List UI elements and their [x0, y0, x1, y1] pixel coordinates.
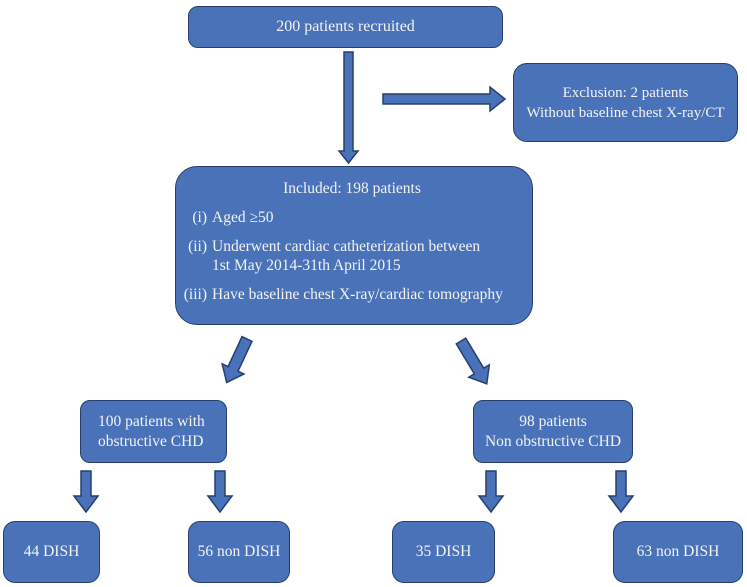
arrow-diagonal-right-icon [455, 337, 491, 385]
included-item-2: (ii) Underwent cardiac catheterization b… [180, 237, 524, 275]
non-obstructive-chd-box: 98 patients Non obstructive CHD [473, 400, 633, 463]
included-item-3-text: Have baseline chest X-ray/cardiac tomogr… [212, 285, 503, 304]
obstructive-line1: 100 patients with [98, 412, 205, 430]
recruited-box: 200 patients recruited [188, 6, 503, 48]
included-box: Included: 198 patients (i) Aged ≥50 (ii)… [175, 166, 533, 325]
non-dish-obstructive-label: 56 non DISH [197, 543, 281, 560]
included-item-3-marker: (iii) [183, 286, 207, 303]
included-item-2-marker: (ii) [188, 238, 207, 255]
included-item-3-line1: Have baseline chest X-ray/cardiac tomogr… [212, 286, 503, 303]
non-dish-non-obstructive-label: 63 non DISH [636, 543, 720, 560]
dish-non-obstructive-box: 35 DISH [392, 521, 495, 583]
obstructive-line2: obstructive CHD [98, 432, 204, 450]
arrow-down-small-1-icon [72, 470, 100, 514]
included-item-1-marker: (i) [192, 209, 207, 226]
exclusion-box: Exclusion: 2 patients Without baseline c… [513, 63, 738, 142]
included-item-1-line1: Aged ≥50 [212, 209, 274, 226]
arrow-down-long-icon [337, 51, 360, 165]
included-item-2-line2: 1st May 2014-31th April 2015 [212, 257, 401, 274]
dish-non-obstructive-label: 35 DISH [415, 543, 472, 560]
included-item-2-line1: Underwent cardiac catheterization betwee… [212, 238, 481, 255]
non-dish-obstructive-box: 56 non DISH [188, 521, 290, 583]
included-item-1-text: Aged ≥50 [212, 208, 273, 227]
arrow-down-small-4-icon [607, 470, 635, 514]
arrow-diagonal-left-icon [221, 335, 253, 384]
non-dish-non-obstructive-box: 63 non DISH [613, 521, 743, 583]
included-item-2-text: Underwent cardiac catheterization betwee… [212, 237, 480, 275]
recruited-label: 200 patients recruited [276, 18, 415, 35]
included-item-3: (iii) Have baseline chest X-ray/cardiac … [180, 285, 524, 304]
exclusion-line2: Without baseline chest X-ray/CT [526, 104, 725, 121]
arrow-down-small-2-icon [206, 470, 234, 514]
arrow-down-small-3-icon [477, 470, 505, 514]
included-title: Included: 198 patients [283, 180, 421, 197]
included-item-1: (i) Aged ≥50 [180, 208, 524, 227]
exclusion-line1: Exclusion: 2 patients [562, 84, 689, 101]
non-obstructive-line2: Non obstructive CHD [484, 432, 622, 450]
dish-obstructive-label: 44 DISH [23, 543, 80, 560]
dish-obstructive-box: 44 DISH [3, 521, 100, 583]
obstructive-chd-box: 100 patients with obstructive CHD [80, 400, 227, 463]
arrow-right-exclusion-icon [382, 85, 507, 113]
non-obstructive-line1: 98 patients [519, 412, 587, 430]
